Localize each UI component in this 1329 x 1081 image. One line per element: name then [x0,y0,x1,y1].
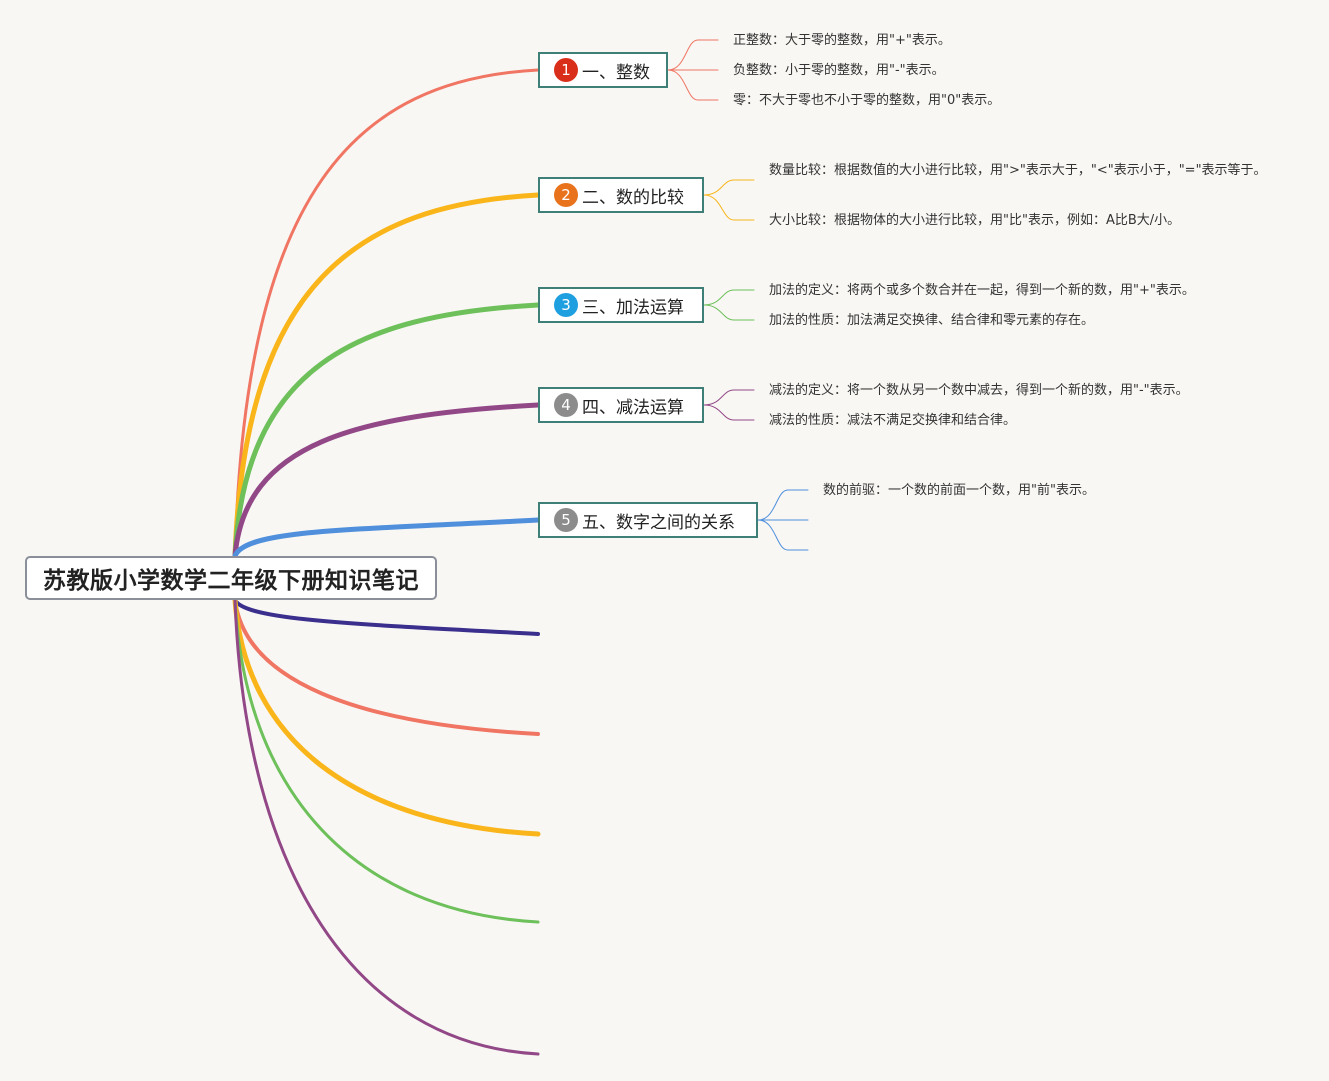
subtopic-addition-definition[interactable]: 加法的定义：将两个或多个数合并在一起，得到一个新的数，用"+"表示。 [769,283,1195,298]
branch-connector-1 [233,68,540,558]
root-title: 苏教版小学数学二年级下册知识笔记 [43,568,419,594]
subtopic-positive-integer[interactable]: 正整数：大于零的整数，用"+"表示。 [733,33,951,48]
leaf-connector-4-1 [703,389,755,406]
empty-branch-connector-3 [232,597,541,837]
leaf-connector-2-2 [703,194,755,221]
empty-branch-connector-5 [233,598,540,1056]
subtopic-zero[interactable]: 零：不大于零也不小于零的整数，用"0"表示。 [733,93,1001,108]
leaf-connector-3-2 [703,304,755,321]
branch-connector-5 [232,517,541,559]
topic-subtraction[interactable]: 4 四、减法运算 [538,387,704,423]
subtopic-size-comparison[interactable]: 大小比较：根据物体的大小进行比较，用"比"表示，例如：A比B大/小。 [769,213,1181,228]
number-5-badge-icon: 5 [554,508,578,532]
topic-addition[interactable]: 3 三、加法运算 [538,287,704,323]
topic-label: 二、数的比较 [582,187,684,208]
leaf-connector-2-1 [703,179,755,196]
topic-label: 五、数字之间的关系 [582,512,735,533]
empty-branch-connector-1 [233,598,540,636]
topic-label: 三、加法运算 [582,297,684,318]
empty-branch-connector-4 [233,598,540,924]
leaf-connector-4-2 [703,404,755,421]
topic-number-comparison[interactable]: 2 二、数的比较 [538,177,704,213]
number-2-badge-icon: 2 [554,183,578,207]
branch-connector-3 [232,302,541,559]
root-topic[interactable]: 苏教版小学数学二年级下册知识笔记 [25,556,437,600]
leaf-connector-5-1 [757,489,809,521]
topic-integers[interactable]: 1 一、整数 [538,52,668,88]
branch-connector-4 [232,402,541,559]
leaf-connector-1-1 [667,39,719,71]
topic-number-relations[interactable]: 5 五、数字之间的关系 [538,502,758,538]
number-4-badge-icon: 4 [554,393,578,417]
number-3-badge-icon: 3 [554,293,578,317]
number-1-badge-icon: 1 [554,58,578,82]
subtopic-subtraction-definition[interactable]: 减法的定义：将一个数从另一个数中减去，得到一个新的数，用"-"表示。 [769,383,1189,398]
leaf-connector-3-1 [703,289,755,306]
subtopic-quantity-comparison[interactable]: 数量比较：根据数值的大小进行比较，用">"表示大于，"<"表示小于，"="表示等… [769,163,1267,178]
subtopic-addition-properties[interactable]: 加法的性质：加法满足交换律、结合律和零元素的存在。 [769,313,1095,328]
branch-connector-2 [232,192,541,559]
subtopic-negative-integer[interactable]: 负整数：小于零的整数，用"-"表示。 [733,63,945,78]
subtopic-predecessor[interactable]: 数的前驱：一个数的前面一个数，用"前"表示。 [823,483,1095,498]
topic-label: 四、减法运算 [582,397,684,418]
leaf-connector-5-3 [757,519,809,551]
leaf-connector-1-3 [667,69,719,101]
subtopic-subtraction-properties[interactable]: 减法的性质：减法不满足交换律和结合律。 [769,413,1017,428]
topic-label: 一、整数 [582,62,650,83]
empty-branch-connector-2 [233,598,540,736]
